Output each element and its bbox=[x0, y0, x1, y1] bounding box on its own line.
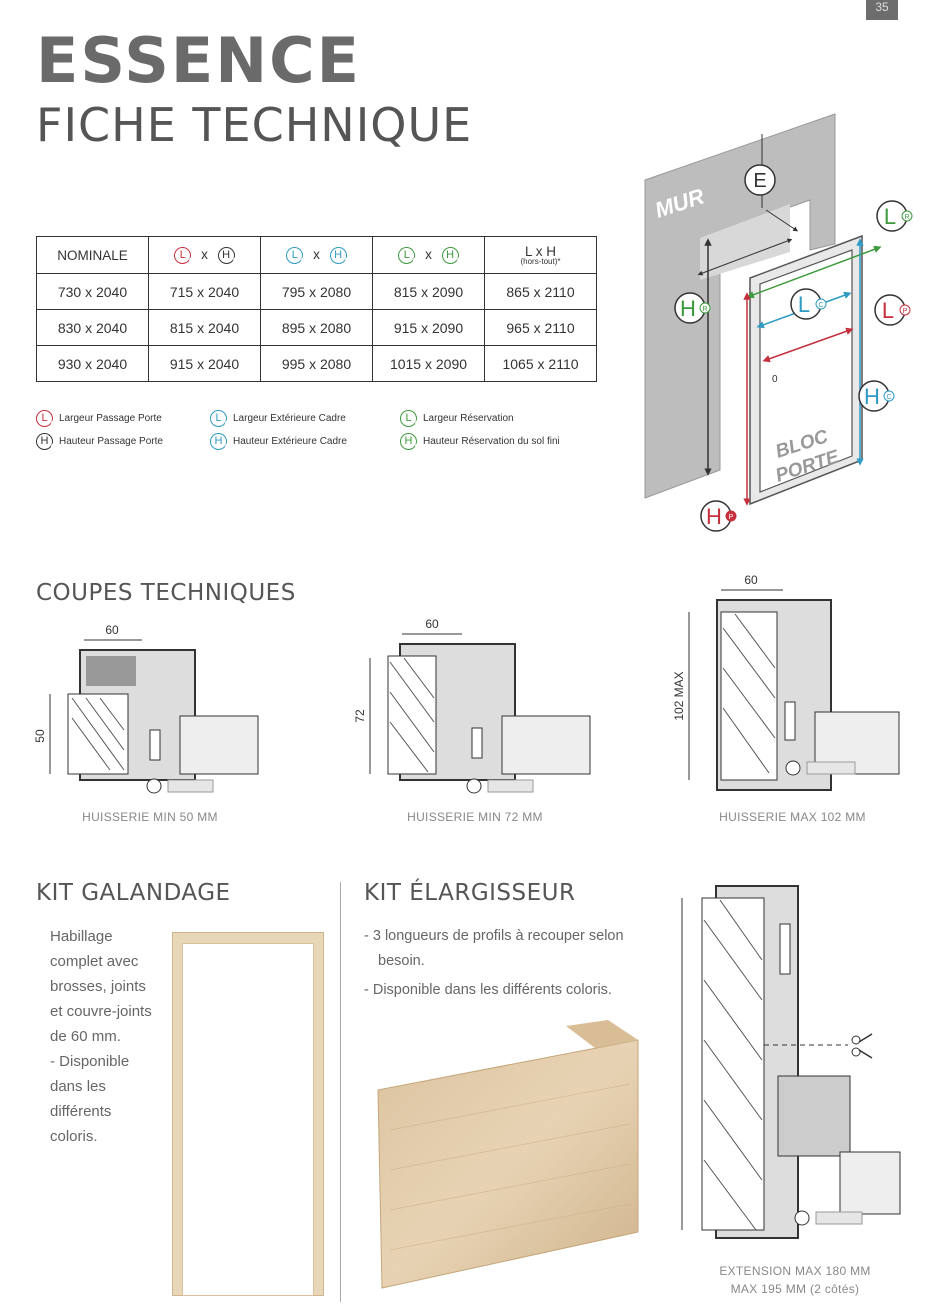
elargisseur-caption: EXTENSION MAX 180 MM MAX 195 MM (2 côtés… bbox=[719, 1264, 871, 1296]
table-row: 830 x 2040 815 x 2040 895 x 2080 915 x 2… bbox=[36, 309, 597, 346]
width-label: 60 bbox=[744, 573, 758, 587]
handle-mark: 0 bbox=[772, 374, 778, 385]
header-hors-tout: L x H (hors-tout)* bbox=[484, 236, 597, 274]
coupe-section-50: 60 50 bbox=[33, 623, 259, 794]
page-title: ESSENCE bbox=[36, 24, 361, 97]
svg-text:P: P bbox=[729, 514, 734, 521]
wall-shape bbox=[644, 113, 836, 499]
lr-badge-icon: L R bbox=[876, 200, 913, 232]
column-divider bbox=[340, 882, 341, 1302]
page-number: 35 bbox=[866, 0, 898, 20]
elargisseur-profile-image bbox=[377, 1020, 639, 1289]
svg-text:H: H bbox=[680, 296, 696, 321]
svg-text:H: H bbox=[864, 384, 880, 409]
height-label: 72 bbox=[353, 709, 367, 723]
svg-text:E: E bbox=[753, 170, 766, 192]
lp-badge-icon: L P bbox=[874, 294, 911, 326]
kit-elargisseur-title: KIT ÉLARGISSEUR bbox=[364, 880, 576, 906]
table-cell: 830 x 2040 bbox=[36, 309, 149, 346]
table-cell: 930 x 2040 bbox=[36, 345, 149, 382]
table-cell: 815 x 2090 bbox=[372, 273, 485, 310]
svg-text:C: C bbox=[818, 302, 823, 309]
kit-galandage-text: Habillage complet avec brosses, joints e… bbox=[50, 928, 152, 1145]
table-cell: 715 x 2040 bbox=[148, 273, 261, 310]
width-label: 60 bbox=[425, 617, 439, 631]
table-cell: 965 x 2110 bbox=[484, 309, 597, 346]
table-cell: 1015 x 2090 bbox=[372, 345, 485, 382]
svg-text:L: L bbox=[882, 298, 894, 323]
hr-badge-icon: H R bbox=[674, 292, 711, 324]
kit-galandage-title: KIT GALANDAGE bbox=[36, 880, 231, 906]
table-row: 730 x 2040 715 x 2040 795 x 2080 815 x 2… bbox=[36, 273, 597, 310]
page-subtitle: FICHE TECHNIQUE bbox=[36, 98, 473, 152]
table-cell: 815 x 2040 bbox=[148, 309, 261, 346]
coupes-section-title: COUPES TECHNIQUES bbox=[36, 580, 296, 606]
svg-text:H: H bbox=[706, 504, 722, 529]
kit-elargisseur-text: - 3 longueurs de profils à recouper selo… bbox=[364, 928, 624, 998]
lc-badge-icon: L C bbox=[790, 288, 827, 320]
door-block-diagram: MUR 0 BLOC PORTE E L R H R L C L P bbox=[644, 113, 913, 532]
header-nominale: NOMINALE bbox=[36, 236, 149, 274]
hp-badge-icon: H P bbox=[700, 500, 737, 532]
height-label: 102 MAX bbox=[672, 671, 686, 720]
galandage-frame-image bbox=[172, 932, 324, 1296]
coupe-section-102: 60 102 MAX bbox=[672, 573, 900, 791]
table-cell: 795 x 2080 bbox=[260, 273, 373, 310]
table-row: 930 x 2040 915 x 2040 995 x 2080 1015 x … bbox=[36, 345, 597, 382]
coupe-section-72: 60 72 bbox=[353, 617, 591, 794]
table-cell: 915 x 2090 bbox=[372, 309, 485, 346]
coupe-caption: HUISSERIE MIN 72 MM bbox=[407, 810, 543, 824]
table-cell: 865 x 2110 bbox=[484, 273, 597, 310]
e-badge-icon: E bbox=[744, 164, 776, 196]
table-cell: 995 x 2080 bbox=[260, 345, 373, 382]
svg-text:L: L bbox=[798, 292, 810, 317]
table-cell: 730 x 2040 bbox=[36, 273, 149, 310]
scissors-icon bbox=[851, 1033, 873, 1059]
svg-text:L: L bbox=[884, 204, 896, 229]
height-label: 50 bbox=[33, 729, 47, 743]
coupe-caption: HUISSERIE MAX 102 MM bbox=[719, 810, 866, 824]
coupe-caption: HUISSERIE MIN 50 MM bbox=[82, 810, 218, 824]
svg-text:C: C bbox=[886, 394, 891, 401]
svg-text:R: R bbox=[904, 214, 909, 221]
table-cell: 895 x 2080 bbox=[260, 309, 373, 346]
table-cell: 1065 x 2110 bbox=[484, 345, 597, 382]
elargisseur-section-diagram bbox=[681, 885, 901, 1239]
table-cell: 915 x 2040 bbox=[148, 345, 261, 382]
svg-text:P: P bbox=[903, 308, 908, 315]
hc-badge-icon: H C bbox=[858, 380, 895, 412]
width-label: 60 bbox=[105, 623, 119, 637]
svg-text:R: R bbox=[702, 306, 707, 313]
